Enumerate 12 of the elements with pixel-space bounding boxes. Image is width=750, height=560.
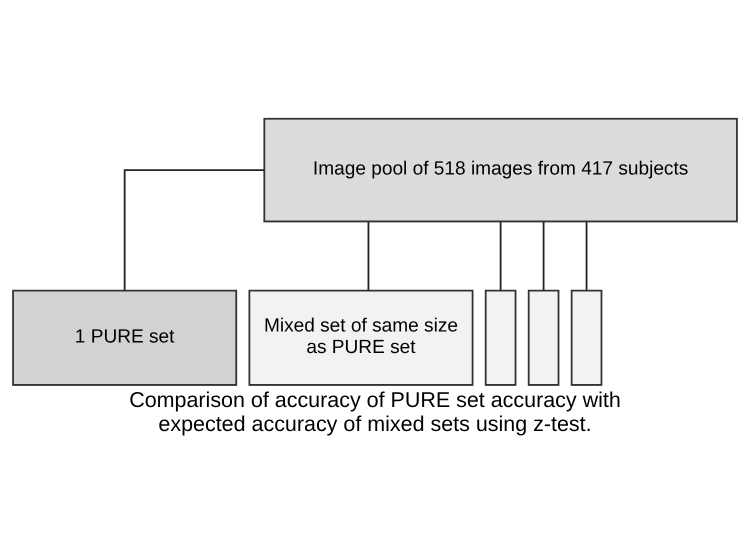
connector (368, 221, 370, 290)
caption: Comparison of accuracy of PURE set accuracy with expected accuracy of mixed sets using z-test. (129, 387, 621, 436)
connector (500, 221, 502, 290)
connector (124, 168, 264, 290)
node-box (484, 289, 516, 386)
node-box (570, 289, 602, 386)
connector (542, 221, 544, 290)
node-box (528, 289, 560, 386)
node-box: 1 PURE set (12, 289, 238, 386)
node-box: Mixed set of same size as PURE set (248, 289, 474, 386)
connector (586, 221, 588, 290)
node-box: Image pool of 518 images from 417 subjects (263, 117, 738, 222)
